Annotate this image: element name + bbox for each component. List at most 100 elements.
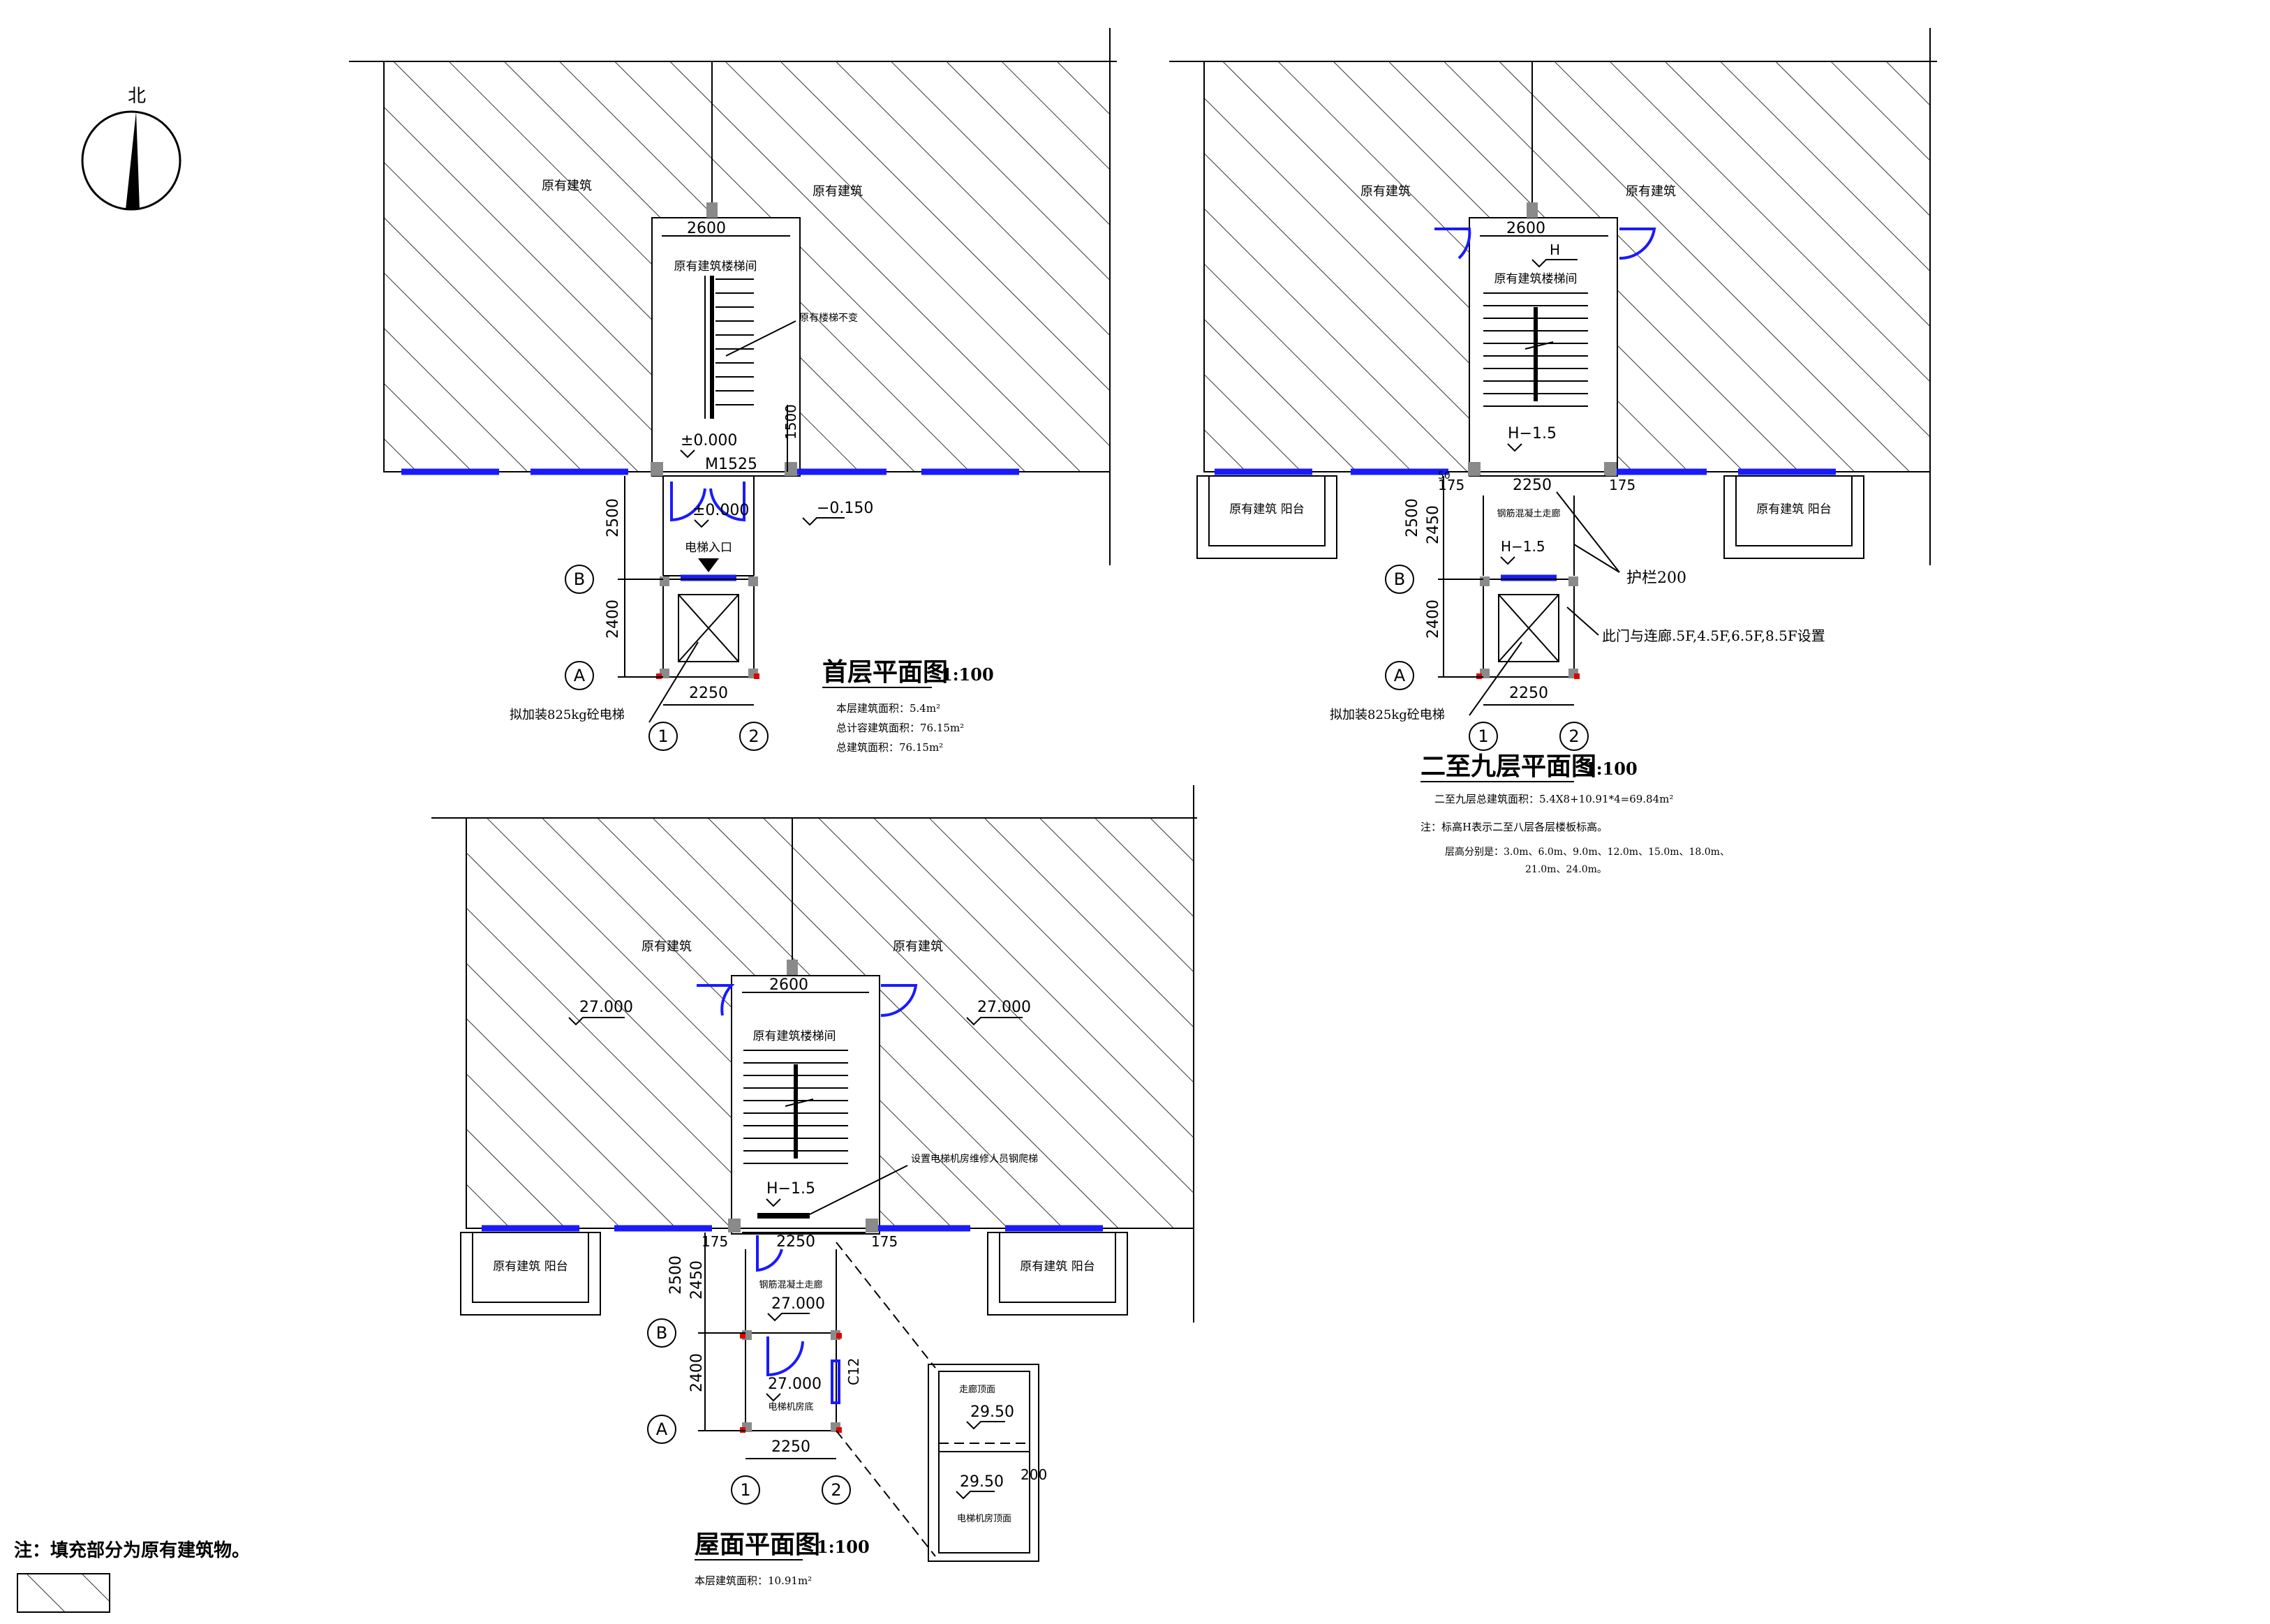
p2-label-door-note: 此门与连廊.5F,4.5F,6.5F,8.5F设置 bbox=[1602, 627, 1825, 644]
p1-label-elevator-entrance: 电梯入口 bbox=[685, 541, 732, 555]
p1-dim-2250: 2250 bbox=[689, 685, 728, 702]
p3-label-corridor: 钢筋混凝土走廊 bbox=[759, 1279, 822, 1290]
p2-dim-2500: 2500 bbox=[1404, 498, 1421, 537]
p3-axis-1: 1 bbox=[740, 1480, 750, 1500]
p3-label-stairwell: 原有建筑楼梯间 bbox=[753, 1029, 836, 1043]
p3-title: 屋面平面图 bbox=[695, 1530, 820, 1559]
p3-inset-level-1: 29.50 bbox=[970, 1403, 1014, 1421]
p3-label-existing-building-2: 原有建筑 bbox=[893, 939, 943, 954]
p3-label-ladder: 设置电梯机房维修人员钢爬梯 bbox=[911, 1154, 1038, 1165]
p2-axis-1: 1 bbox=[1478, 727, 1488, 746]
legend-hatch-swatch bbox=[17, 1573, 110, 1613]
p2-stair-flight bbox=[1483, 292, 1588, 407]
p2-note2: 层高分别是：3.0m、6.0m、9.0m、12.0m、15.0m、18.0m、 bbox=[1445, 846, 1730, 858]
p3-scale: 1:100 bbox=[817, 1537, 870, 1557]
p2-label-stairwell: 原有建筑楼梯间 bbox=[1494, 272, 1578, 286]
p2-label-guard-wall: 护栏200 bbox=[1626, 569, 1686, 587]
p1-label-stair-unchanged: 原有楼梯不变 bbox=[799, 313, 858, 324]
p2-dim-2400: 2400 bbox=[1425, 599, 1442, 639]
p3-axis-2: 2 bbox=[831, 1480, 841, 1500]
p2-label-corridor: 钢筋混凝土走廊 bbox=[1497, 508, 1560, 519]
p3-inset-corridor-roof: 走廊顶面 bbox=[959, 1384, 995, 1395]
p3-label-existing-building-1: 原有建筑 bbox=[641, 939, 692, 954]
p1-axis-1: 1 bbox=[658, 727, 668, 746]
p2-mark-H: H bbox=[1550, 241, 1560, 258]
north-compass: 北 bbox=[81, 86, 181, 211]
p1-label-existing-building-1: 原有建筑 bbox=[542, 179, 592, 193]
legend-note: 注：填充部分为原有建筑物。 bbox=[14, 1540, 250, 1561]
p1-level-zero-1: ±0.000 bbox=[681, 432, 737, 449]
p3-axis-A: A bbox=[656, 1420, 668, 1439]
p2-level-h15-1: H−1.5 bbox=[1508, 425, 1557, 442]
p2-scale: 1:100 bbox=[1585, 759, 1638, 779]
p3-level-27-corridor: 27.000 bbox=[771, 1295, 825, 1313]
p2-axis-2: 2 bbox=[1568, 727, 1579, 746]
p3-dim-175-right: 175 bbox=[871, 1233, 898, 1250]
stair-flight bbox=[704, 276, 754, 419]
p3-level-27-machine: 27.000 bbox=[768, 1376, 822, 1393]
typical-floor-plan: 原有建筑 阳台 原有建筑 阳台 2600 H 原有建筑 原有建筑 原有建筑楼梯间 bbox=[1169, 28, 1937, 875]
p2-area: 二至九层总建筑面积：5.4X8+10.91*4=69.84m² bbox=[1434, 793, 1673, 805]
p1-axis-B: B bbox=[574, 569, 585, 589]
p3-window-code: C12 bbox=[845, 1358, 862, 1385]
p1-label-stairwell: 原有建筑楼梯间 bbox=[674, 260, 757, 274]
p2-balcony-left: 原有建筑 阳台 bbox=[1229, 502, 1304, 516]
p1-axis-2: 2 bbox=[748, 727, 759, 746]
p3-stair-flight bbox=[743, 1050, 848, 1164]
p2-axis-B: B bbox=[1394, 569, 1405, 589]
p3-area: 本层建筑面积：10.91m² bbox=[695, 1574, 812, 1587]
p1-dim-2600: 2600 bbox=[687, 220, 726, 237]
p3-dim-2400: 2400 bbox=[688, 1353, 706, 1392]
p1-area1: 本层建筑面积：5.4m² bbox=[836, 702, 940, 715]
p3-level-27-right: 27.000 bbox=[977, 999, 1031, 1016]
p3-label-machine-floor: 电梯机房底 bbox=[768, 1401, 813, 1413]
p3-level-h15: H−1.5 bbox=[766, 1180, 815, 1198]
p1-door-code: M1525 bbox=[705, 456, 757, 473]
p3-dim-175-left: 175 bbox=[702, 1233, 728, 1250]
legend: 注：填充部分为原有建筑物。 bbox=[14, 1540, 250, 1613]
p1-area2: 总计容建筑面积：76.15m² bbox=[836, 722, 964, 734]
p2-balcony-right: 原有建筑 阳台 bbox=[1756, 502, 1831, 516]
p3-inset-level-2: 29.50 bbox=[960, 1473, 1004, 1491]
p3-dim-2600: 2600 bbox=[769, 976, 808, 994]
p1-level-neg: −0.150 bbox=[817, 500, 873, 517]
p3-balcony-left: 原有建筑 阳台 bbox=[493, 1260, 568, 1274]
p1-dim-2500: 2500 bbox=[604, 498, 622, 537]
p1-axis-A: A bbox=[574, 666, 586, 685]
p3-axis-B: B bbox=[656, 1323, 667, 1343]
p2-dim-175-left: 175 bbox=[1438, 477, 1464, 493]
p1-label-existing-building-2: 原有建筑 bbox=[813, 184, 863, 199]
p2-dim-2450: 2450 bbox=[1425, 505, 1442, 544]
p1-label-proposed-elevator: 拟加装825kg砼电梯 bbox=[510, 708, 625, 722]
compass-north-label: 北 bbox=[128, 86, 146, 107]
p2-dim-175-right: 175 bbox=[1609, 477, 1635, 493]
p3-dim-2250: 2250 bbox=[771, 1438, 810, 1456]
p2-title: 二至九层平面图 bbox=[1420, 752, 1596, 781]
p1-level-zero-2: ±0.000 bbox=[692, 502, 749, 519]
ground-floor-plan: 2600 原有建筑 原有建筑 原有建筑楼梯间 原有楼梯不变 1500 ±0.00… bbox=[349, 28, 1117, 754]
p2-note3: 21.0m、24.0m。 bbox=[1525, 864, 1607, 875]
p1-title: 首层平面图 bbox=[822, 657, 948, 687]
p3-balcony-right: 原有建筑 阳台 bbox=[1020, 1260, 1095, 1274]
p2-dim-2250: 2250 bbox=[1509, 685, 1548, 702]
p1-scale: 1:100 bbox=[941, 664, 994, 685]
p3-level-27-left: 27.000 bbox=[579, 999, 633, 1016]
p2-axis-A: A bbox=[1394, 666, 1406, 685]
p3-inset-dim-200: 200 bbox=[1021, 1466, 1047, 1483]
p3-inset-machine-top: 电梯机房顶面 bbox=[957, 1513, 1011, 1524]
roof-plan: 原有建筑 阳台 原有建筑 阳台 2600 原有建筑 原有建筑 27.000 27… bbox=[431, 785, 1197, 1587]
p3-dim-2250-top: 2250 bbox=[776, 1233, 815, 1251]
p1-dim-2400: 2400 bbox=[604, 599, 622, 639]
p1-area3: 总建筑面积：76.15m² bbox=[836, 741, 943, 754]
p2-dim-2600: 2600 bbox=[1506, 220, 1545, 237]
p2-dim-2250-top: 2250 bbox=[1513, 477, 1552, 494]
p3-dim-2500: 2500 bbox=[667, 1256, 685, 1295]
p2-label-existing-building-1: 原有建筑 bbox=[1360, 184, 1411, 199]
p2-label-existing-building-2: 原有建筑 bbox=[1626, 184, 1676, 199]
p2-label-proposed-elevator: 拟加装825kg砼电梯 bbox=[1330, 708, 1445, 722]
p2-note1: 注：标高H表示二至八层各层楼板标高。 bbox=[1420, 821, 1608, 833]
p1-dim-1500: 1500 bbox=[782, 404, 799, 440]
p2-level-h15-2: H−1.5 bbox=[1501, 538, 1545, 555]
p3-dim-2450: 2450 bbox=[688, 1260, 706, 1299]
